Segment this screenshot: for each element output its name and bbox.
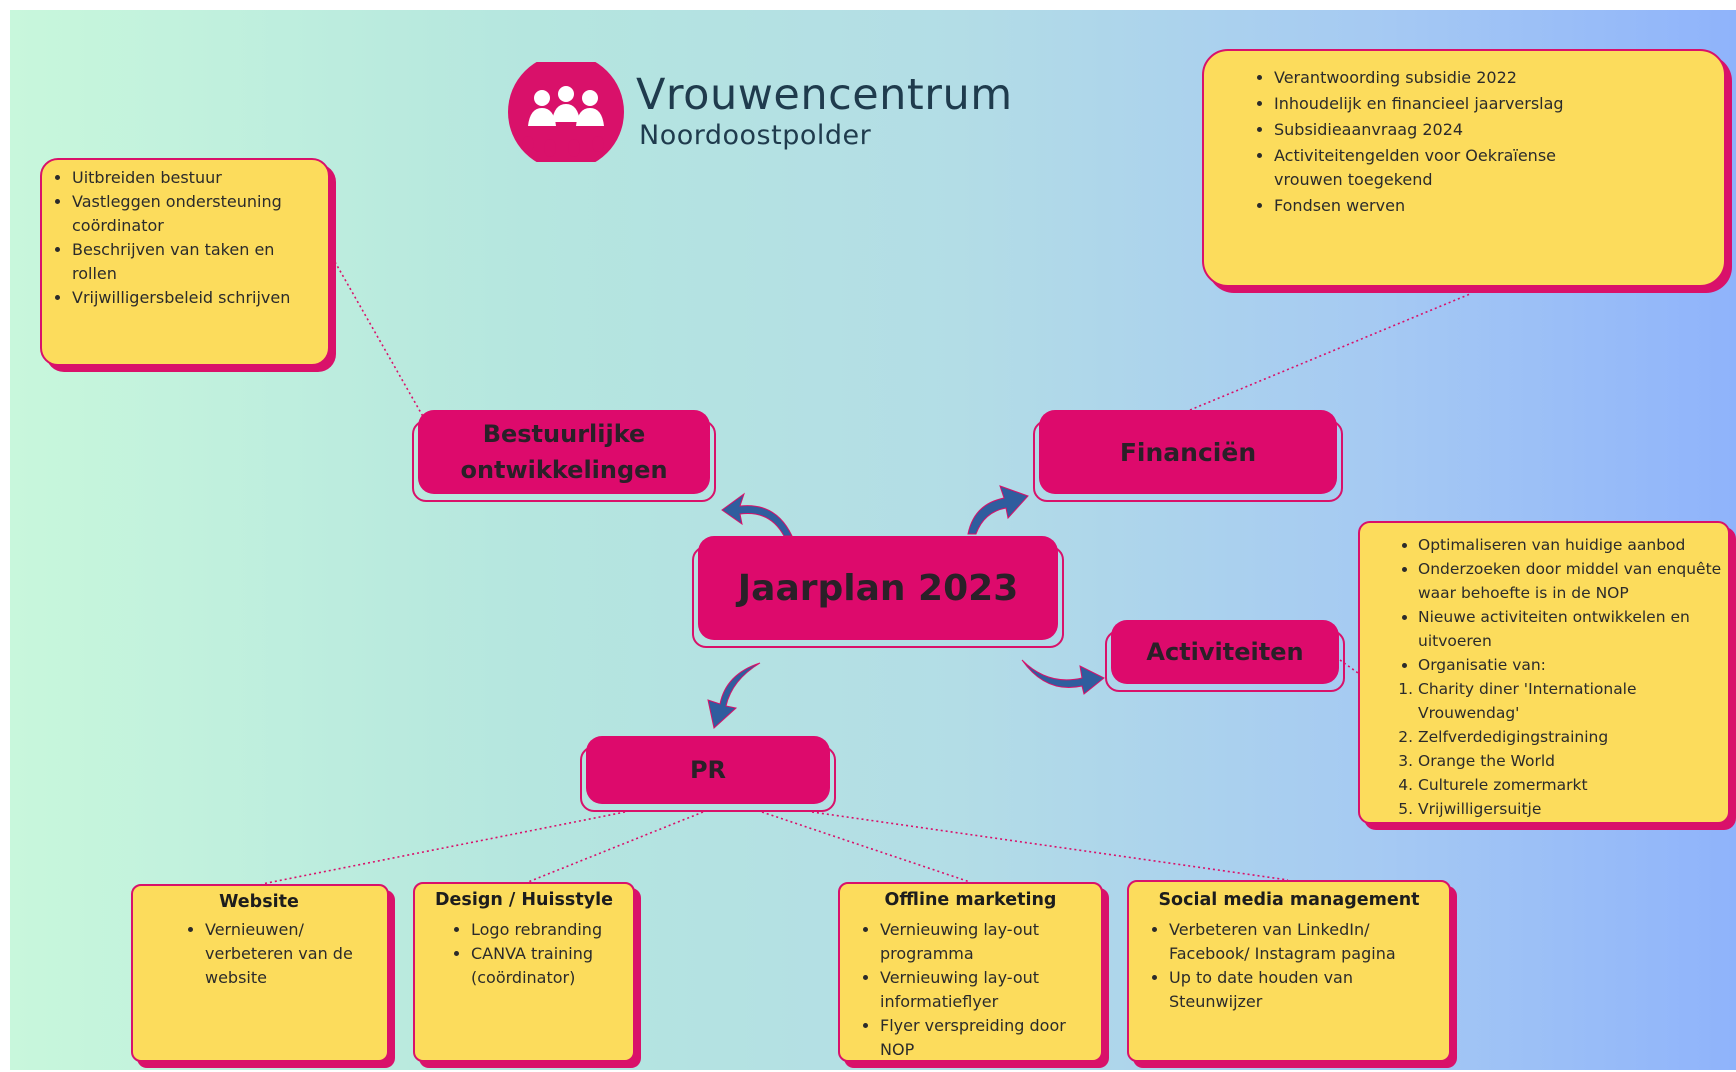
note-website-title: Website [219,892,299,912]
list-item: Flyer verspreiding door NOP [880,1014,1070,1062]
node-activiteiten: Activiteiten [1105,620,1345,692]
note-website: Website Vernieuwen/ verbeteren van de we… [131,884,389,1062]
note-bestuurlijke: Uitbreiden bestuur Vastleggen ondersteun… [40,158,330,366]
node-pr: PR [580,736,836,812]
arrow-to-financien-icon [967,485,1029,535]
list-item: Beschrijven van taken en rollen [72,238,318,286]
list-item: Organisatie van: [1418,653,1724,677]
node-financien-label: Financiën [1039,410,1337,494]
list-item: Verantwoording subsidie 2022 [1274,66,1714,90]
list-item: Subsidieaanvraag 2024 [1274,118,1714,142]
node-activiteiten-label: Activiteiten [1111,620,1339,684]
list-item: Vrijwilligersuitje [1418,797,1724,821]
note-financien: Verantwoording subsidie 2022 Inhoudelijk… [1202,49,1726,287]
note-bestuurlijke-list: Uitbreiden bestuur Vastleggen ondersteun… [46,166,318,310]
note-activiteiten: Optimaliseren van huidige aanbod Onderzo… [1358,521,1730,824]
connector-financien-note [1189,293,1471,411]
list-item: Uitbreiden bestuur [72,166,318,190]
node-financien: Financiën [1033,410,1343,502]
note-social: Social media management Verbeteren van L… [1127,880,1451,1062]
node-jaarplan-label: Jaarplan 2023 [698,536,1058,640]
note-offline: Offline marketing Vernieuwing lay-out pr… [838,882,1103,1062]
list-item: Vernieuwing lay-out informatieflyer [880,966,1060,1014]
note-social-list: Verbeteren van LinkedIn/ Facebook/ Insta… [1135,912,1443,1014]
note-activiteiten-numbered-list: Charity diner 'Internationale Vrouwendag… [1400,677,1724,821]
list-item: Vrijwilligersbeleid schrijven [72,286,318,310]
arrow-to-bestuurlijke-icon [721,492,793,537]
connector-pr-offline [761,811,971,883]
list-item: Vernieuwen/ verbeteren van de website [205,918,377,990]
connector-pr-social [811,811,1289,881]
note-design: Design / Huisstyle Logo rebranding CANVA… [413,882,635,1062]
list-item: Optimaliseren van huidige aanbod [1418,533,1724,557]
list-item: Nieuwe activiteiten ontwikkelen en uitvo… [1418,605,1724,653]
note-design-list: Logo rebranding CANVA training (coördina… [421,912,627,990]
list-item: CANVA training (coördinator) [471,942,601,990]
connector-pr-design [527,811,704,883]
note-offline-list: Vernieuwing lay-out programma Vernieuwin… [846,912,1095,1062]
vrouwencentrum-logo-mark [508,62,624,162]
list-item: Vastleggen ondersteuning coördinator [72,190,318,238]
logo-title: Vrouwencentrum [636,70,1013,120]
list-item: Up to date houden van Steunwijzer [1169,966,1379,1014]
node-pr-label: PR [586,736,830,804]
connector-activiteiten-note [1339,659,1359,674]
arrow-to-pr-icon [707,662,761,729]
list-item: Activiteitengelden voor Oekraïense vrouw… [1274,144,1574,192]
list-item: Verbeteren van LinkedIn/ Facebook/ Insta… [1169,918,1419,966]
list-item: Onderzoeken door middel van enquête waar… [1418,557,1724,605]
list-item: Inhoudelijk en financieel jaarverslag [1274,92,1714,116]
connector-pr-website [261,811,626,885]
list-item: Charity diner 'Internationale Vrouwendag… [1418,677,1724,725]
list-item: Zelfverdedigingstraining [1418,725,1724,749]
note-financien-list: Verantwoording subsidie 2022 Inhoudelijk… [1254,66,1714,218]
arrow-to-activiteiten-icon [1021,659,1105,695]
note-design-title: Design / Huisstyle [435,890,613,910]
list-item: Fondsen werven [1274,194,1714,218]
list-item: Culturele zomermarkt [1418,773,1724,797]
node-bestuurlijke: Bestuurlijke ontwikkelingen [412,410,716,502]
logo-subtitle: Noordoostpolder [639,120,872,151]
note-activiteiten-list: Optimaliseren van huidige aanbod Onderzo… [1400,533,1724,677]
node-bestuurlijke-label: Bestuurlijke ontwikkelingen [418,410,710,494]
note-social-title: Social media management [1158,890,1420,910]
node-jaarplan: Jaarplan 2023 [692,536,1064,648]
note-website-list: Vernieuwen/ verbeteren van de website [141,914,377,990]
list-item: Logo rebranding [471,918,627,942]
list-item: Orange the World [1418,749,1724,773]
connector-bestuur-note [334,261,426,421]
note-offline-title: Offline marketing [884,890,1057,910]
list-item: Vernieuwing lay-out programma [880,918,1060,966]
